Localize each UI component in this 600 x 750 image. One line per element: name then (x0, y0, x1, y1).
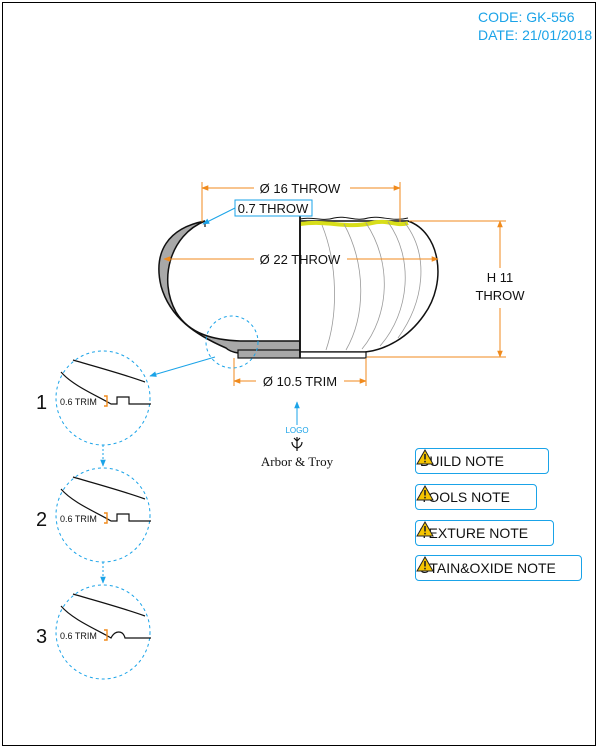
warning-icon (416, 485, 434, 501)
dimension-height: H 11 THROW (367, 220, 525, 358)
body-throw-label: Ø 22 THROW (260, 252, 341, 267)
outer-profile (72, 593, 146, 617)
detail-callout-circle (205, 315, 259, 369)
trim-label: 0.6 TRIM (60, 397, 97, 407)
warning-icon (416, 521, 434, 537)
detail-circle (55, 584, 151, 680)
note-label: TOOLS NOTE (420, 489, 510, 505)
warning-icon (416, 449, 434, 465)
bowl-elevation-half (299, 216, 439, 359)
trim-bracket (104, 395, 108, 407)
title-block: CODE: GK-556 DATE: 21/01/2018 (478, 8, 592, 44)
note-label: TEXTURE NOTE (420, 525, 529, 541)
dimension-body: Ø 22 THROW (163, 252, 439, 267)
detail-view-2: 0.6 TRIM 2 (36, 467, 151, 584)
trim-label: 0.6 TRIM (60, 631, 97, 641)
height-label-1: H 11 (487, 270, 514, 285)
note-label: BUILD NOTE (420, 453, 505, 469)
code-label: CODE: GK-556 (478, 9, 575, 25)
logo-marker: LOGO Arbor & Troy (261, 401, 334, 469)
trim-bracket (104, 629, 108, 641)
warning-icon (416, 556, 434, 572)
date-label: DATE: 21/01/2018 (478, 27, 593, 43)
detail-number: 2 (36, 509, 47, 531)
height-label-2: THROW (475, 288, 525, 303)
wall-throw-label: 0.7 THROW (238, 201, 309, 216)
foot-profile (60, 605, 151, 639)
detail-view-1: 0.6 TRIM 1 (36, 350, 151, 467)
note-label: STAIN&OXIDE NOTE (420, 560, 556, 576)
rim-throw-label: Ø 16 THROW (260, 181, 341, 196)
brand-logo-icon (291, 437, 303, 451)
note-button-4[interactable]: STAIN&OXIDE NOTE (415, 555, 582, 581)
detail-views: 0.6 TRIM 1 0.6 TRIM 2 0.6 TRIM 3 (36, 350, 151, 680)
trim-label: 0.6 TRIM (60, 514, 97, 524)
trim-bracket (104, 512, 108, 524)
outer-profile (72, 476, 146, 500)
outer-profile (72, 359, 146, 383)
brand-name: Arbor & Troy (261, 454, 334, 469)
foot-trim-label: Ø 10.5 TRIM (263, 374, 337, 389)
note-button-1[interactable]: BUILD NOTE (415, 448, 549, 474)
detail-callout-leader (149, 356, 216, 377)
detail-number: 3 (36, 626, 47, 648)
note-button-2[interactable]: TOOLS NOTE (415, 484, 537, 510)
foot-profile (60, 488, 151, 522)
foot-profile (60, 371, 151, 405)
bowl-section-half (158, 220, 301, 359)
dimension-wall: 0.7 THROW (202, 199, 313, 225)
dimension-rim: Ø 16 THROW (201, 181, 401, 222)
detail-view-3: 0.6 TRIM 3 (36, 584, 151, 680)
note-button-3[interactable]: TEXTURE NOTE (415, 520, 554, 546)
dimension-foot: Ø 10.5 TRIM (233, 358, 367, 389)
detail-number: 1 (36, 392, 47, 414)
logo-label: LOGO (285, 426, 308, 435)
